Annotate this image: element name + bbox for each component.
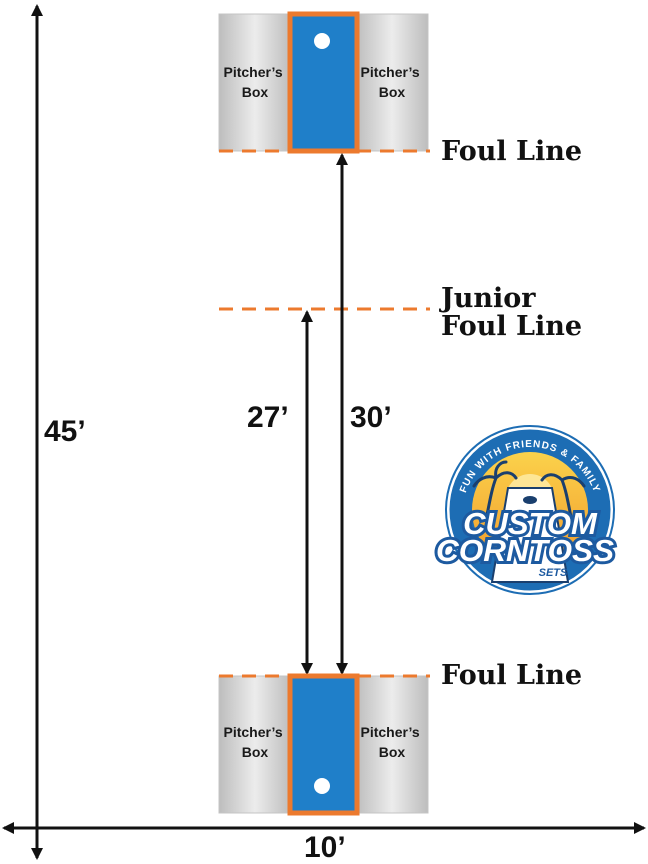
logo-board-hole-icon: [523, 496, 537, 504]
pitchers-box-label: Pitcher’s: [360, 64, 419, 80]
pitchers-box-bottom-left: [218, 675, 292, 814]
logo-word-corntoss: CORNTOSS: [436, 533, 614, 568]
pitchers-box-label: Pitcher’s: [360, 724, 419, 740]
junior-foul-line-label: Junior Foul Line: [439, 283, 582, 342]
pitchers-box-label: Pitcher’s: [223, 64, 282, 80]
pitchers-box-label: Pitcher’s: [223, 724, 282, 740]
palm-tree-icon: [472, 460, 518, 522]
logo-word-sets: SETS: [539, 567, 568, 579]
pitchers-box-label: Box: [242, 84, 269, 100]
palm-tree-icon: [540, 473, 586, 524]
logo-board-icon: [490, 487, 570, 583]
pitchers-box-label: Box: [379, 84, 406, 100]
svg-text:Pitcher’s Box: Pitcher’s Box: [360, 64, 423, 100]
logo-word-custom: CUSTOM: [463, 506, 598, 541]
pitchers-box-label: Box: [242, 744, 269, 760]
length-label: 45’: [44, 415, 86, 448]
custom-corntoss-logo: FUN WITH FRIENDS & FAMILY CUSTOM CORNTOS…: [433, 425, 617, 595]
regulation-distance-label: 30’: [350, 401, 392, 434]
logo-inner-ring: [445, 425, 615, 595]
pitchers-box-label: Box: [379, 744, 406, 760]
bottom-pitchers-area: Pitcher’s Box Pitcher’s Box Foul Line: [218, 660, 582, 816]
svg-text:Pitcher’s Box: Pitcher’s Box: [223, 724, 286, 760]
svg-text:Pitcher’s Box: Pitcher’s Box: [223, 64, 286, 100]
board-hole-top: [314, 33, 330, 49]
junior-distance-label: 27’: [247, 401, 289, 434]
top-pitchers-area: Pitcher’s Box Pitcher’s Box Foul Line: [218, 11, 582, 167]
board-hole-bottom: [314, 778, 330, 794]
pitchers-box-top-right: [355, 13, 429, 152]
foul-line-top-label: Foul Line: [441, 136, 582, 167]
foul-line-bottom-label: Foul Line: [441, 660, 582, 691]
svg-text:Pitcher’s Box: Pitcher’s Box: [360, 724, 423, 760]
pitchers-box-top-left: [218, 13, 292, 152]
width-label: 10’: [304, 831, 346, 864]
